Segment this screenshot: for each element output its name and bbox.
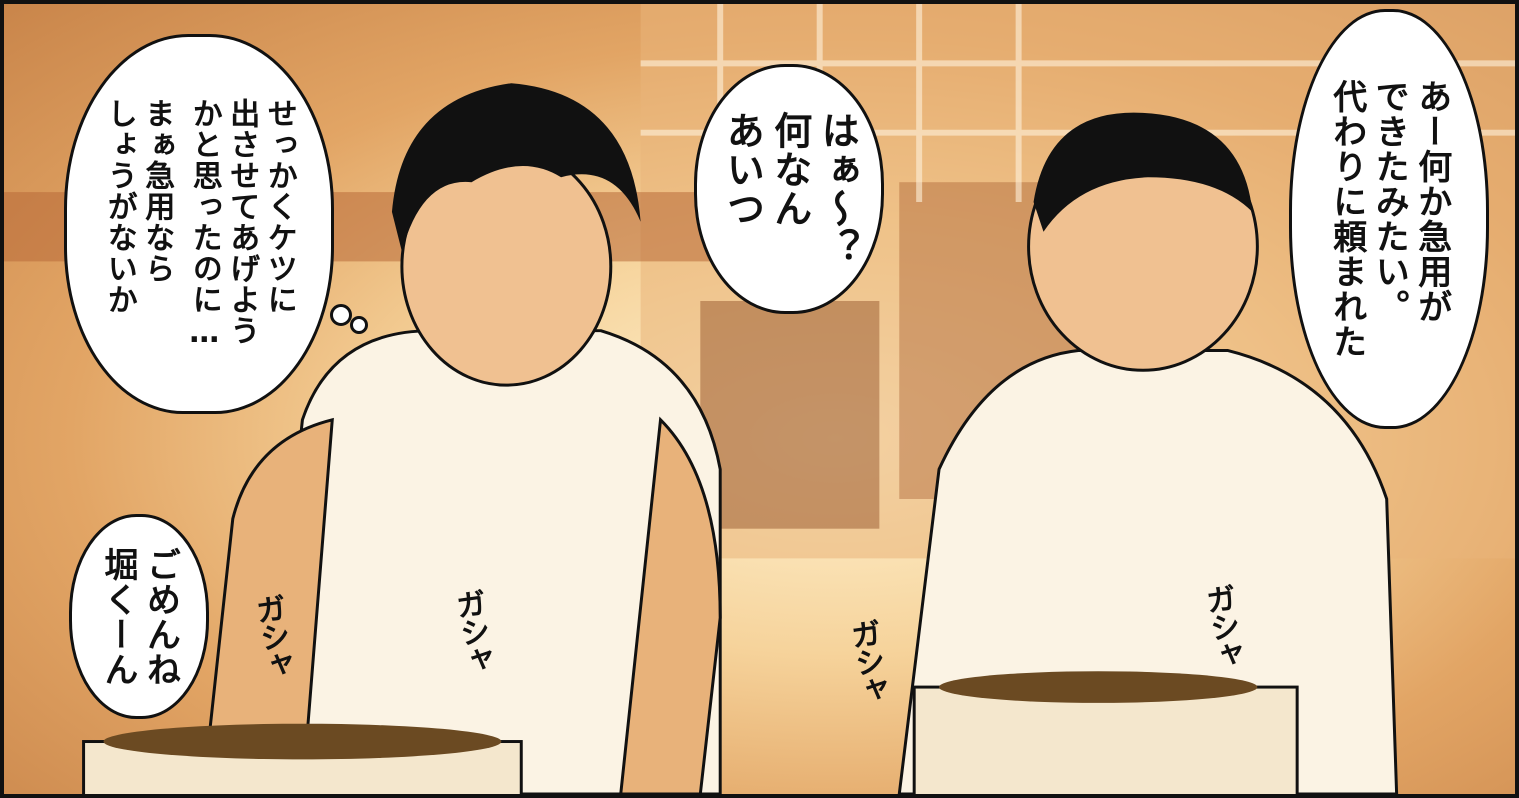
thought-text-2: まぁ急用なら しょうがないか [101, 97, 175, 315]
speech-bubble-bottom-left: ごめんね 堀くーん [69, 514, 209, 719]
speech-bubble-right: あー何か急用が できたみたい。 代わりに頼まれた [1289, 9, 1489, 429]
thought-dot [330, 304, 352, 326]
girl-character [201, 83, 722, 794]
speech-text-right: あー何か急用が できたみたい。 代わりに頼まれた [1326, 79, 1452, 359]
wood-crate-right [912, 671, 1299, 794]
building-window [700, 300, 880, 529]
speech-bubble-middle: はぁ〜？ 何なん あいつ [694, 64, 884, 314]
thought-text-1: せっかくケツに 出させてあげよう かと思ったのに… [186, 97, 297, 351]
wood-crate-left [82, 723, 523, 794]
thought-bubble-left: せっかくケツに 出させてあげよう かと思ったのに… まぁ急用なら しょうがないか [64, 34, 334, 414]
speech-text-middle: はぁ〜？ 何なん あいつ [720, 111, 860, 267]
speech-text-bottom-left: ごめんね 堀くーん [98, 546, 181, 687]
thought-dot [350, 316, 368, 334]
